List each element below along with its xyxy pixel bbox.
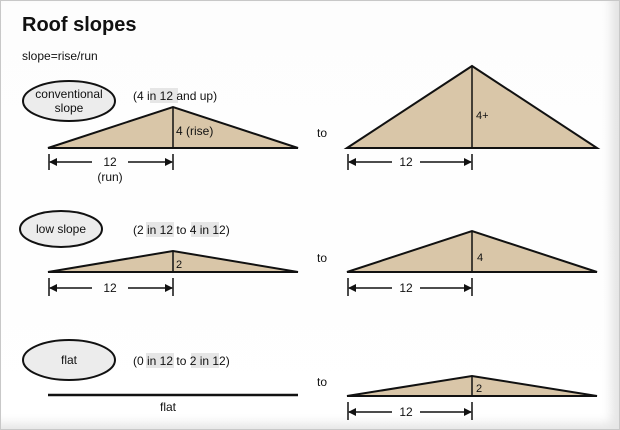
- range-highlight-a: [146, 353, 174, 368]
- badge-low-slope: [19, 210, 103, 248]
- run-label: 12: [103, 281, 117, 295]
- range-highlight-b: [191, 353, 219, 368]
- rise-label-right: 4+: [476, 110, 489, 122]
- badge-flat: [22, 339, 116, 381]
- run-label: 12: [103, 155, 117, 169]
- to-connector: to: [317, 126, 327, 140]
- flat-label: flat: [160, 400, 177, 414]
- range-highlight-b: [191, 222, 219, 237]
- run-label-right: 12: [399, 155, 413, 169]
- rise-label-right: 4: [477, 252, 483, 264]
- row-low-slope: low slope (2 in 12 to 4 in 12) 2 12 to 4…: [19, 210, 598, 296]
- row-flat: flat (0 in 12 to 2 in 12) flat to 2 12: [22, 339, 598, 420]
- range-text: (2 in 12 to 4 in 12): [133, 223, 230, 237]
- badge-conventional-slope: [22, 80, 116, 122]
- badge-label: flat: [61, 353, 78, 367]
- to-connector: to: [317, 375, 327, 389]
- rise-label: 2: [176, 259, 182, 271]
- range-text: (4 in 12 and up): [133, 89, 217, 103]
- badge-label-line1: conventional: [35, 87, 102, 101]
- slope-formula: slope=rise/run: [22, 49, 98, 63]
- to-connector: to: [317, 251, 327, 265]
- badge-label-line2: slope: [55, 101, 84, 115]
- range-highlight-a: [146, 222, 174, 237]
- rise-label: 4 (rise): [176, 124, 213, 138]
- run-sublabel: (run): [97, 170, 122, 184]
- row-conventional-slope: conventional slope (4 in 12 and up) 4 (r…: [22, 64, 601, 184]
- badge-label: low slope: [36, 222, 86, 236]
- run-label-right: 12: [399, 281, 413, 295]
- rise-label-right: 2: [476, 383, 482, 395]
- figure-title: Roof slopes: [22, 14, 137, 36]
- run-label-right: 12: [399, 405, 413, 419]
- range-text: (0 in 12 to 2 in 12): [133, 354, 230, 368]
- range-highlight: [150, 88, 178, 103]
